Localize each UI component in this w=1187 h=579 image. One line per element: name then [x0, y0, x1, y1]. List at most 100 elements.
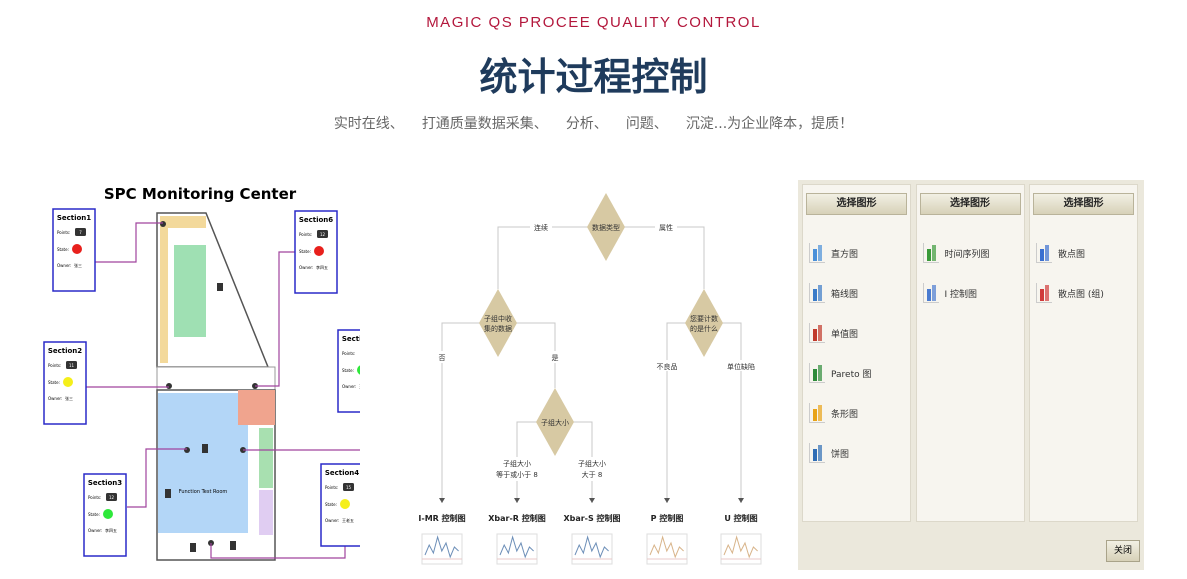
- points-value: 7: [79, 230, 82, 235]
- subtitle-part: 实时在线、: [333, 116, 404, 132]
- pie-chart-icon: [809, 443, 825, 463]
- page-title: 统计过程控制: [479, 55, 708, 99]
- points-label: Points:: [57, 230, 70, 235]
- owner-label: Owner:: [342, 384, 356, 389]
- state-indicator-icon: [314, 246, 324, 256]
- edge-label: 是: [552, 354, 559, 362]
- state-label: State:: [342, 368, 354, 373]
- graph-option[interactable]: 时间序列图: [922, 241, 990, 265]
- decision-diamond: [536, 388, 574, 456]
- select-graph-header[interactable]: 选择图形: [919, 193, 1021, 215]
- scatterplot-group-icon: [1036, 283, 1052, 303]
- section-name: Section1: [57, 214, 91, 222]
- bar-chart-icon: [809, 403, 825, 423]
- subtitle: 实时在线、打通质量数据采集、分析、问题、沉淀...为企业降本，提质！: [0, 113, 1187, 133]
- graph-option[interactable]: 直方图: [809, 241, 858, 265]
- graph-column: 选择图形直方图箱线图单值图 Pareto 图条形图饼图: [802, 184, 911, 522]
- owner-label: Owner:: [299, 265, 313, 270]
- subtitle-part: 沉淀...为企业降本，提质！: [685, 116, 854, 132]
- decision-label: 您要计数: [690, 314, 718, 323]
- section-name: Section2: [48, 347, 82, 355]
- edge-label: 不良品: [657, 362, 678, 371]
- decision-label: 子组中收: [484, 314, 512, 323]
- mini-control-chart-icon: [421, 533, 463, 565]
- edge-label: 否: [439, 354, 446, 362]
- state-indicator-icon: [63, 377, 73, 387]
- graph-option-label: 单值图: [831, 329, 859, 340]
- section-card[interactable]: Section5Points:10State:Owner:王老五: [337, 329, 381, 413]
- owner-value: 李四五: [316, 264, 328, 270]
- decision-diamond: [587, 193, 625, 261]
- state-label: State:: [325, 502, 337, 507]
- edge-label: 单位缺陷: [727, 362, 755, 371]
- decision-diamond: [685, 289, 723, 357]
- time-series-plot-icon: [922, 243, 939, 263]
- histogram-icon: [809, 243, 825, 263]
- points-value: 11: [69, 363, 75, 368]
- graph-option[interactable]: 饼图: [809, 441, 849, 465]
- chart-type-label: Xbar-R 控制图: [488, 513, 546, 523]
- chart-type-label: P 控制图: [651, 513, 684, 523]
- graph-option[interactable]: 散点图: [1036, 241, 1085, 265]
- graph-option[interactable]: 散点图 (组): [1036, 281, 1104, 305]
- floor-plan: Function Test Room: [156, 212, 276, 561]
- section-name: Section6: [299, 216, 333, 224]
- decision-label: 数据类型: [592, 223, 620, 232]
- owner-value: 王老五: [359, 383, 360, 389]
- edge-label: 大于 8: [582, 470, 603, 479]
- monitor-title: SPC Monitoring Center: [104, 185, 297, 203]
- points-label: Points:: [342, 351, 355, 356]
- state-indicator-icon: [72, 244, 82, 254]
- section-name: Section3: [88, 479, 122, 487]
- decision-diamond: [479, 289, 517, 357]
- subtitle-part: 问题、: [625, 116, 668, 132]
- owner-value: 张三: [65, 395, 73, 401]
- select-graph-header[interactable]: 选择图形: [806, 193, 907, 215]
- owner-label: Owner:: [57, 263, 71, 268]
- graph-option[interactable]: I 控制图: [922, 281, 978, 305]
- owner-label: Owner:: [88, 528, 102, 533]
- room-label: Function Test Room: [179, 489, 228, 495]
- edge-label: 属性: [659, 223, 673, 232]
- control-chart-selection-flowchart: 数据类型 连续 属性 子组中收集的数据 您要计数的是什么 子组大小 否 是 不良…: [410, 185, 790, 570]
- state-indicator-icon: [103, 509, 113, 519]
- graph-option-label: 直方图: [831, 249, 859, 260]
- graph-option[interactable]: 条形图: [809, 401, 858, 425]
- chart-type-label: U 控制图: [724, 513, 757, 523]
- owner-label: Owner:: [48, 396, 62, 401]
- individual-value-plot-icon: [809, 323, 825, 343]
- owner-value: 王老五: [342, 517, 354, 523]
- close-button[interactable]: 关闭: [1106, 540, 1140, 562]
- state-indicator-icon: [340, 499, 350, 509]
- graph-option-label: 散点图: [1058, 249, 1086, 260]
- graph-column: 选择图形散点图散点图 (组): [1029, 184, 1138, 522]
- connector-lines: [83, 222, 360, 559]
- graph-option[interactable]: Pareto 图: [809, 361, 871, 385]
- edge-label: 连续: [534, 223, 548, 232]
- graph-picker-dialog: 选择图形直方图箱线图单值图 Pareto 图条形图饼图 选择图形时间序列图 I 控制图…: [798, 180, 1144, 570]
- graph-option-label: Pareto 图: [831, 369, 872, 380]
- graph-option-label: I 控制图: [944, 289, 978, 300]
- points-value: 12: [320, 232, 326, 237]
- decision-label: 子组大小: [541, 418, 569, 427]
- graph-column: 选择图形时间序列图 I 控制图: [915, 184, 1025, 522]
- graph-option[interactable]: 箱线图: [809, 281, 858, 305]
- pareto-chart-icon: [809, 363, 825, 383]
- points-value: 15: [346, 485, 352, 490]
- graph-option[interactable]: 单值图: [809, 321, 858, 345]
- state-label: State:: [48, 380, 60, 385]
- chart-type-label: I-MR 控制图: [418, 513, 465, 523]
- select-graph-header[interactable]: 选择图形: [1033, 193, 1134, 215]
- owner-value: 李四五: [105, 527, 117, 533]
- state-label: State:: [57, 247, 69, 252]
- owner-value: 张三: [74, 262, 82, 268]
- mini-control-chart-icon: [496, 533, 538, 565]
- mini-control-chart-icon: [720, 533, 762, 565]
- monitoring-center-image: SPC Monitoring Center Function Test Room…: [40, 180, 381, 570]
- state-label: State:: [299, 249, 311, 254]
